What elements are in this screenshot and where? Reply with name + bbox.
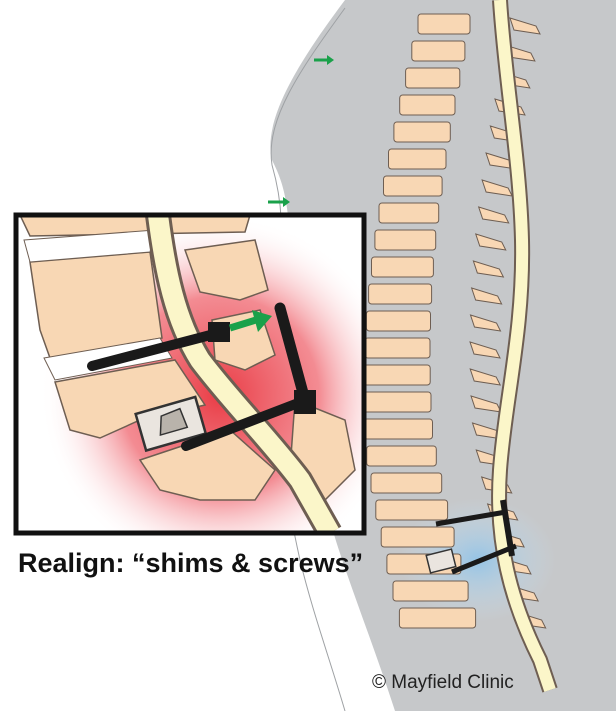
- vertebra-body: [371, 473, 442, 493]
- vertebra-body: [384, 176, 443, 196]
- vertebra-body: [399, 608, 475, 628]
- vertebra-body: [379, 203, 439, 223]
- vertebra-body: [400, 95, 455, 115]
- inset-zoom: [16, 215, 400, 575]
- screw-head-upper: [208, 322, 230, 342]
- vertebra-body: [418, 14, 470, 34]
- vertebra-body: [393, 581, 468, 601]
- vertebra-body: [376, 500, 448, 520]
- vertebra-body: [364, 392, 431, 412]
- vertebra-body: [366, 311, 430, 331]
- vertebra-body: [364, 365, 430, 385]
- vertebra-body: [367, 446, 437, 466]
- vertebra-body: [389, 149, 447, 169]
- vertebra-body: [365, 338, 430, 358]
- vertebra-body: [369, 284, 432, 304]
- copyright-credit: © Mayfield Clinic: [372, 672, 514, 694]
- vertebra-body: [381, 527, 454, 547]
- vertebra-body: [394, 122, 450, 142]
- vertebra-body: [412, 41, 465, 61]
- vertebra-body: [364, 419, 433, 439]
- caption: Realign: “shims & screws”: [18, 548, 378, 579]
- vertebra-body: [375, 230, 436, 250]
- vertebra-body: [372, 257, 434, 277]
- vertebra-body: [406, 68, 460, 88]
